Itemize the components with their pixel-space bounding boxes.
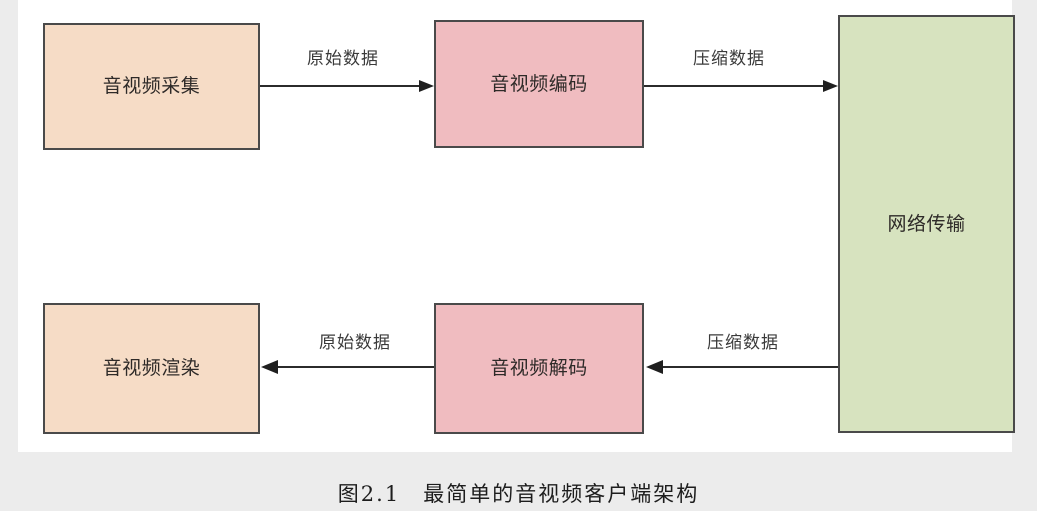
arrow-head-decode-to-render	[261, 360, 278, 374]
edge-label-decode-to-render: 原始数据	[319, 333, 391, 353]
arrow-head-encode-to-network	[823, 80, 838, 92]
arrow-head-capture-to-encode	[419, 80, 434, 92]
node-render-label: 音视频渲染	[102, 357, 201, 379]
node-network-label: 网络传输	[887, 212, 966, 235]
node-capture[interactable]: 音视频采集	[43, 23, 260, 150]
node-render[interactable]: 音视频渲染	[43, 303, 260, 434]
arrow-head-network-to-decode	[646, 360, 663, 374]
node-network[interactable]: 网络传输	[838, 15, 1015, 433]
node-encode[interactable]: 音视频编码	[434, 20, 644, 148]
edge-label-encode-to-network: 压缩数据	[693, 49, 765, 69]
node-decode-label: 音视频解码	[490, 357, 588, 379]
edge-label-network-to-decode: 压缩数据	[707, 333, 779, 353]
figure-caption: 图2.1 最简单的音视频客户端架构	[337, 482, 700, 506]
node-encode-label: 音视频编码	[490, 72, 588, 95]
edge-label-capture-to-encode: 原始数据	[307, 49, 379, 69]
node-capture-label: 音视频采集	[102, 75, 201, 97]
node-decode[interactable]: 音视频解码	[434, 303, 644, 434]
diagram-canvas: 音视频采集 音视频编码 网络传输 音视频解码 音视频渲染 原始数据 压缩数据 压…	[18, 0, 1015, 452]
